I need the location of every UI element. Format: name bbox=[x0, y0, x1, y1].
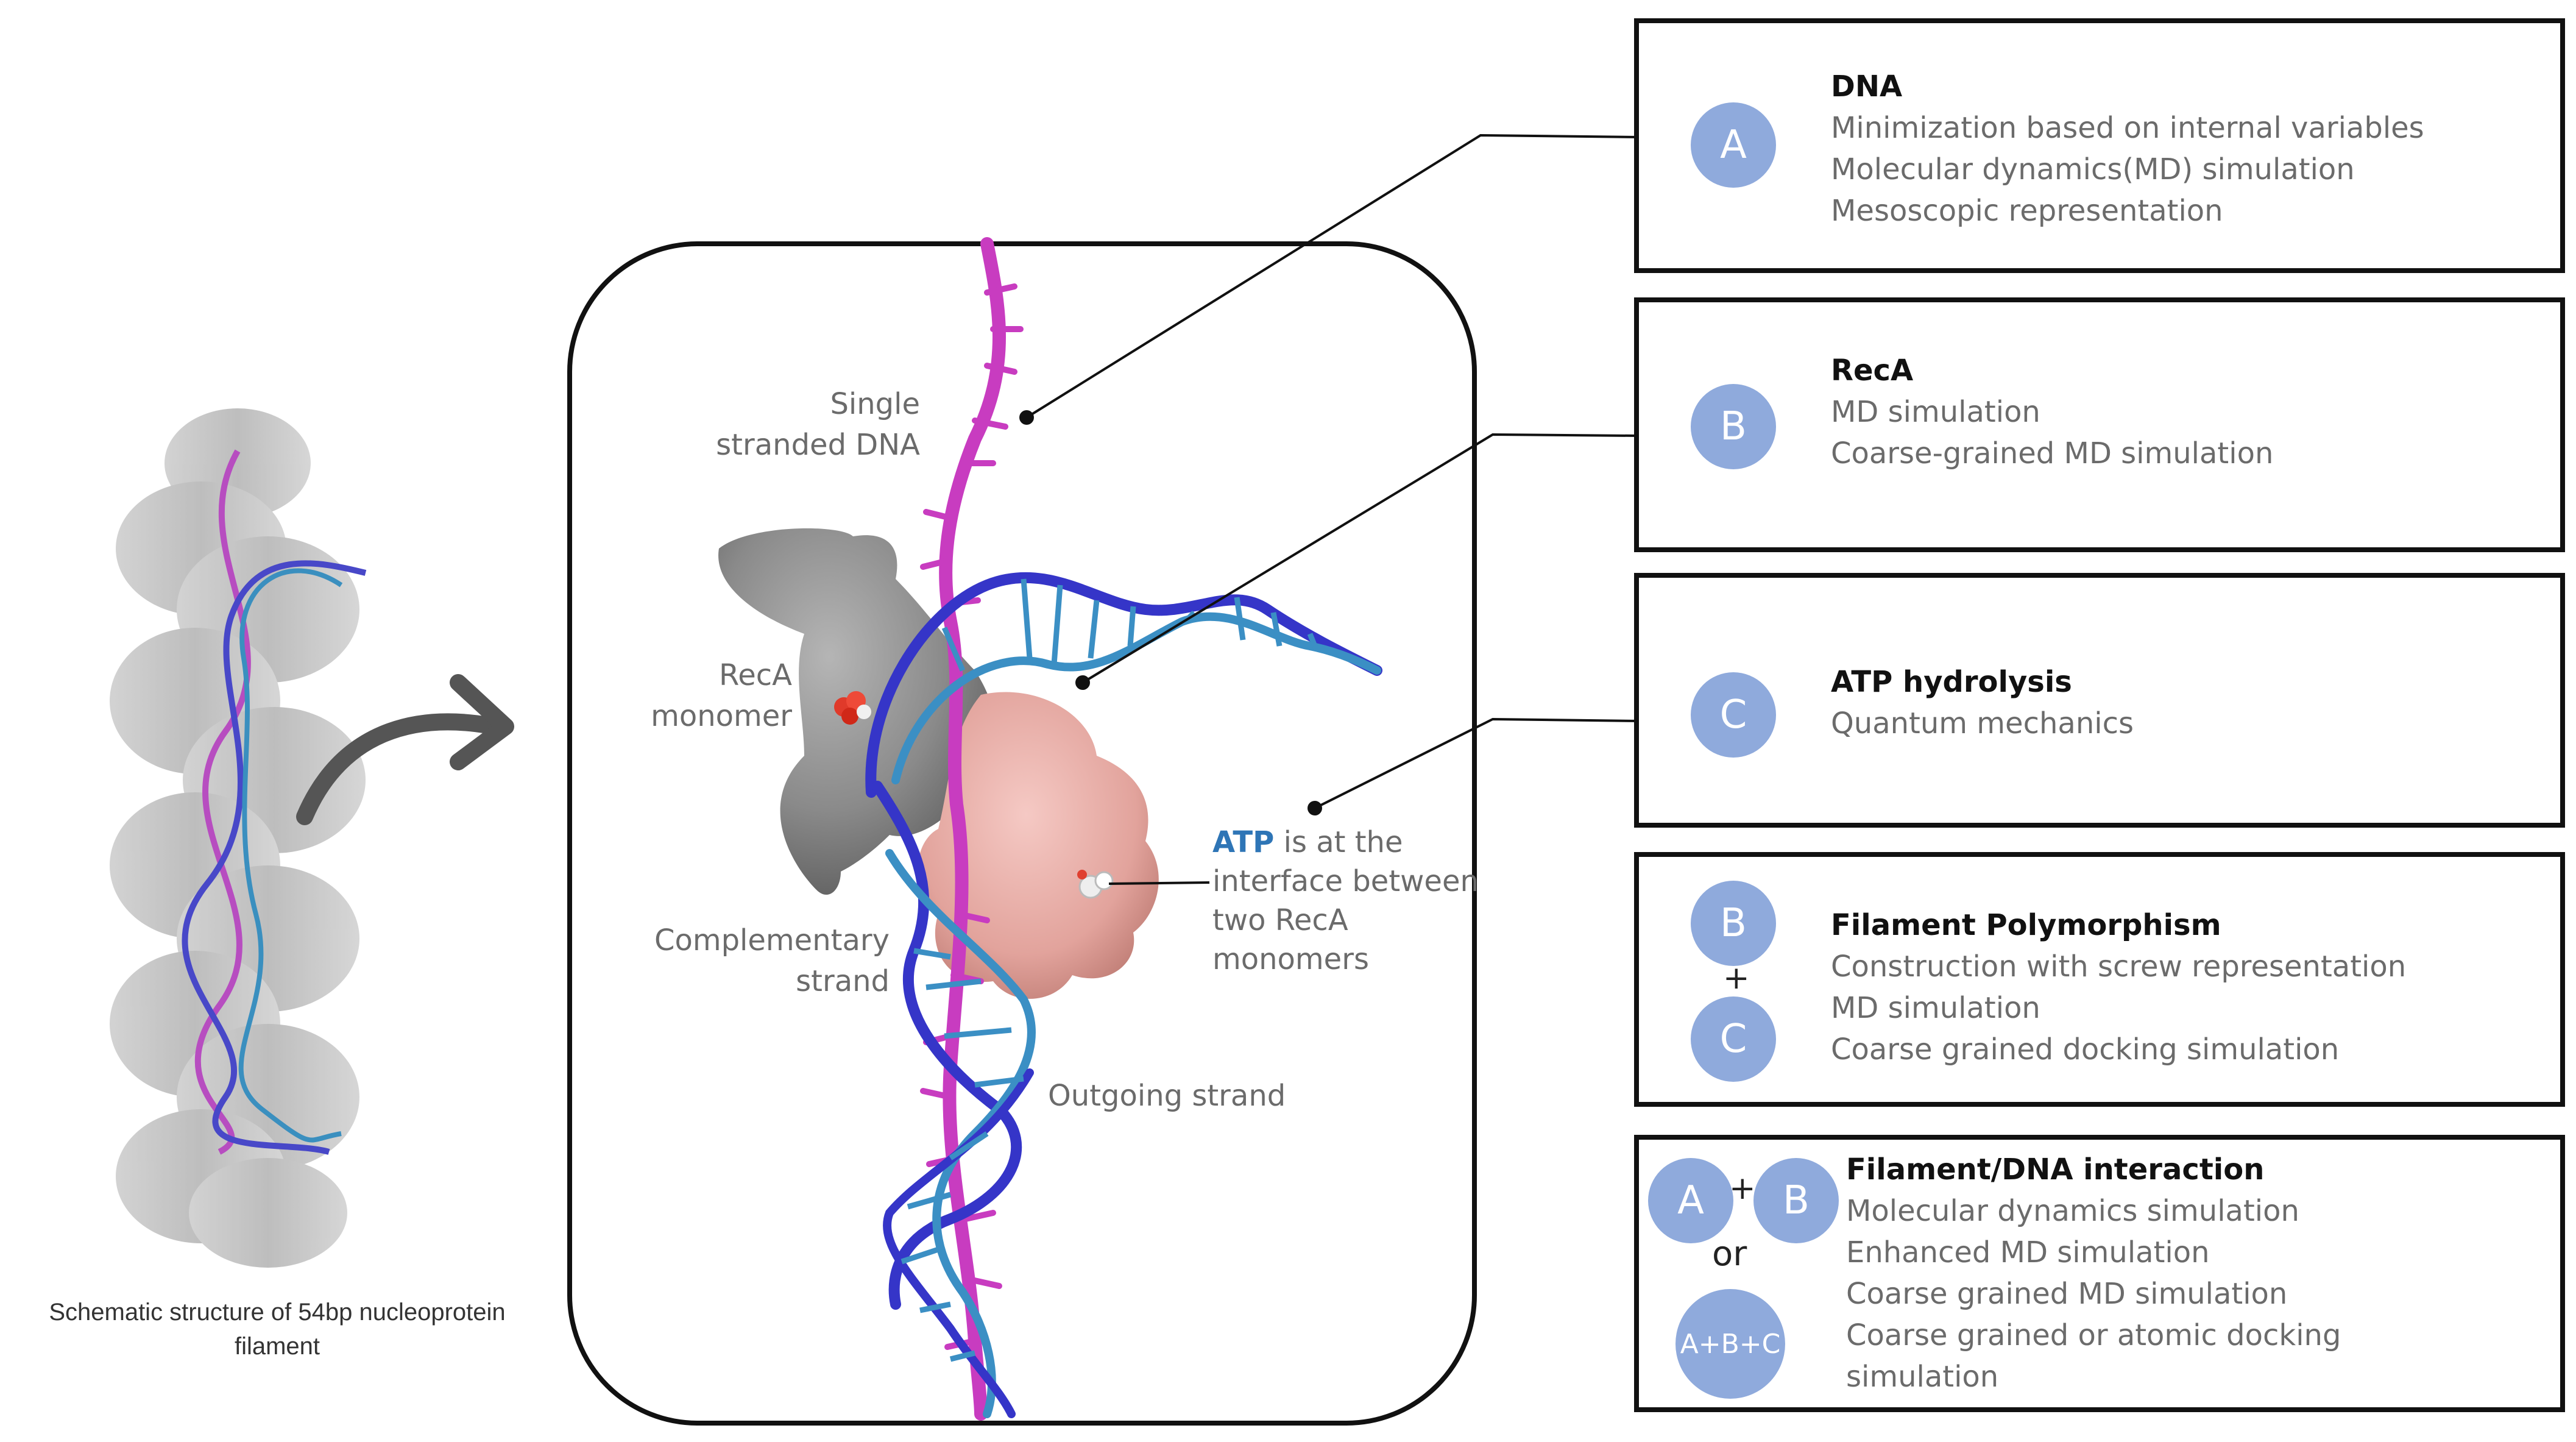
box-dna-text: DNA Minimization based on internal varia… bbox=[1831, 66, 2424, 232]
box-dna-title: DNA bbox=[1831, 69, 1903, 104]
pointer-dots bbox=[1019, 410, 1322, 815]
method-box-reca bbox=[1634, 297, 2565, 552]
box-interaction-line: Molecular dynamics simulation bbox=[1846, 1194, 2299, 1228]
red-residues bbox=[834, 691, 871, 725]
box-dna-line: Minimization based on internal variables bbox=[1831, 111, 2424, 145]
reca-pink-monomer bbox=[918, 692, 1159, 999]
pointer-reca bbox=[1081, 433, 1640, 684]
or-text: or bbox=[1712, 1234, 1747, 1274]
box-atp-line: Quantum mechanics bbox=[1831, 706, 2134, 741]
label-line: Complementary bbox=[654, 923, 890, 957]
ssdna-strand bbox=[939, 237, 1006, 1421]
filament-strand-cyan bbox=[238, 568, 343, 1143]
method-box-atp bbox=[1634, 573, 2565, 828]
filament-strand-blue bbox=[182, 560, 367, 1155]
pointer-atp-molecule bbox=[1108, 881, 1210, 885]
label-text: is at the bbox=[1274, 825, 1403, 859]
pointer-lines bbox=[1025, 133, 1640, 885]
box-dna-line: Molecular dynamics(MD) simulation bbox=[1831, 152, 2355, 186]
label-line: stranded DNA bbox=[716, 428, 920, 463]
atp-molecule bbox=[1077, 870, 1114, 899]
label-line: RecA bbox=[719, 658, 792, 692]
label-line: strand bbox=[796, 964, 890, 999]
box-polymorphism-line: Coarse grained docking simulation bbox=[1831, 1032, 2340, 1067]
badge-b: B bbox=[1691, 881, 1776, 966]
method-box-polymorphism bbox=[1634, 852, 2565, 1107]
label-line: Single bbox=[830, 387, 920, 421]
pointer-atp bbox=[1314, 717, 1640, 809]
badge-c: C bbox=[1691, 672, 1776, 758]
box-interaction-title: Filament/DNA interaction bbox=[1846, 1153, 2265, 1187]
box-interaction-text: Filament/DNA interaction Molecular dynam… bbox=[1846, 1149, 2341, 1398]
label-atp: ATP is at the interface between two RecA… bbox=[1212, 823, 1479, 979]
filament-schematic bbox=[110, 408, 367, 1268]
caption-line: filament bbox=[234, 1333, 320, 1360]
box-reca-text: RecA MD simulation Coarse-grained MD sim… bbox=[1831, 350, 2273, 474]
plus-sign: + bbox=[1729, 1170, 1756, 1207]
filament-strand-magenta bbox=[194, 449, 251, 1155]
badge-a: A bbox=[1691, 102, 1776, 188]
outgoing-strand-cyan-top bbox=[891, 612, 1381, 784]
box-atp-text: ATP hydrolysis Quantum mechanics bbox=[1831, 661, 2134, 744]
box-atp-title: ATP hydrolysis bbox=[1831, 665, 2072, 699]
method-box-dna bbox=[1634, 18, 2565, 273]
box-reca-title: RecA bbox=[1831, 353, 1914, 388]
box-polymorphism-line: Construction with screw representation bbox=[1831, 950, 2407, 984]
badge-b: B bbox=[1753, 1158, 1839, 1243]
duplex-lower-rungs bbox=[901, 948, 1024, 1362]
box-dna-line: Mesoscopic representation bbox=[1831, 194, 2223, 228]
caption-line: Schematic structure of 54bp nucleoprotei… bbox=[49, 1299, 506, 1326]
plus-sign: + bbox=[1723, 960, 1750, 996]
badge-a: A bbox=[1648, 1158, 1733, 1243]
outgoing-strand-lower bbox=[885, 849, 1036, 1418]
box-polymorphism-line: MD simulation bbox=[1831, 991, 2040, 1025]
box-reca-line: MD simulation bbox=[1831, 395, 2040, 429]
label-line: interface between bbox=[1212, 864, 1479, 898]
zoom-frame bbox=[567, 241, 1477, 1426]
box-polymorphism-text: Filament Polymorphism Construction with … bbox=[1831, 904, 2406, 1070]
filament-caption: Schematic structure of 54bp nucleoprotei… bbox=[12, 1295, 542, 1363]
filament-protein-surface bbox=[110, 408, 366, 1268]
label-line: two RecA bbox=[1212, 903, 1348, 937]
label-line: ATP is at the bbox=[1212, 823, 1479, 862]
box-interaction-line: simulation bbox=[1846, 1360, 1999, 1394]
badge-b: B bbox=[1691, 384, 1776, 469]
molecular-view bbox=[718, 237, 1382, 1421]
box-reca-line: Coarse-grained MD simulation bbox=[1831, 436, 2274, 471]
label-reca-monomer: RecA monomer bbox=[609, 655, 792, 737]
box-interaction-line: Coarse grained or atomic docking bbox=[1846, 1318, 2341, 1352]
label-outgoing-strand: Outgoing strand bbox=[1048, 1079, 1286, 1113]
atp-keyword: ATP bbox=[1212, 825, 1275, 859]
outgoing-strand-blue-top bbox=[865, 572, 1382, 798]
box-interaction-line: Coarse grained MD simulation bbox=[1846, 1277, 2288, 1311]
badge-abc: A+B+C bbox=[1675, 1289, 1785, 1399]
curved-arrow bbox=[296, 674, 514, 825]
label-line: monomer bbox=[651, 699, 792, 734]
box-polymorphism-title: Filament Polymorphism bbox=[1831, 908, 2221, 942]
label-line: monomers bbox=[1212, 942, 1369, 976]
badge-c: C bbox=[1691, 996, 1776, 1082]
pointer-ssdna bbox=[1025, 133, 1640, 419]
label-single-stranded-dna: Single stranded DNA bbox=[688, 384, 920, 466]
duplex-top-rungs bbox=[941, 578, 1319, 672]
box-interaction-line: Enhanced MD simulation bbox=[1846, 1235, 2210, 1270]
label-complementary-strand: Complementary strand bbox=[609, 920, 890, 1002]
